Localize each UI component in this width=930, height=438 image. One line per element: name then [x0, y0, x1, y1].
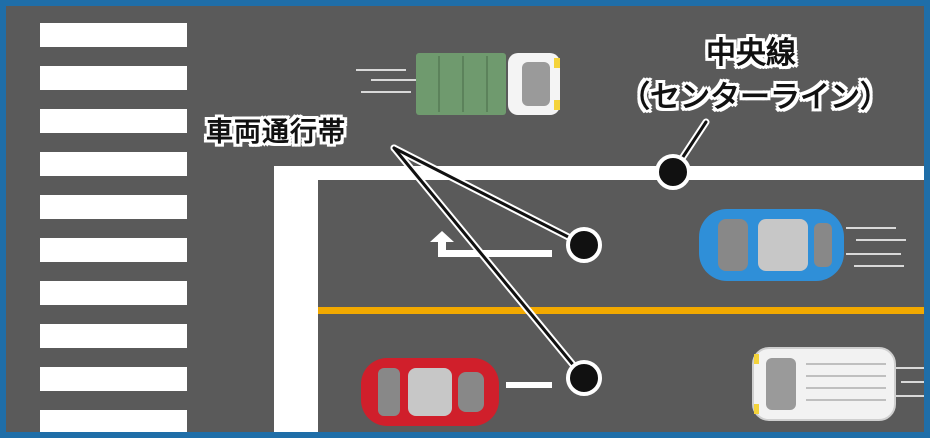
leader-dots [566, 154, 691, 396]
lane-label: 車両通行帯 [206, 117, 346, 148]
red-car [361, 358, 499, 426]
lane-arrow [430, 231, 552, 388]
truck [356, 53, 560, 115]
blue-car [699, 209, 906, 281]
center-line-title: 中央線 [706, 36, 796, 71]
white-van [752, 347, 924, 421]
center-yellow-line [318, 307, 924, 314]
center-line-subtitle: （センターライン） [620, 80, 890, 115]
crosswalk [40, 23, 187, 432]
road-illustration [40, 23, 924, 432]
